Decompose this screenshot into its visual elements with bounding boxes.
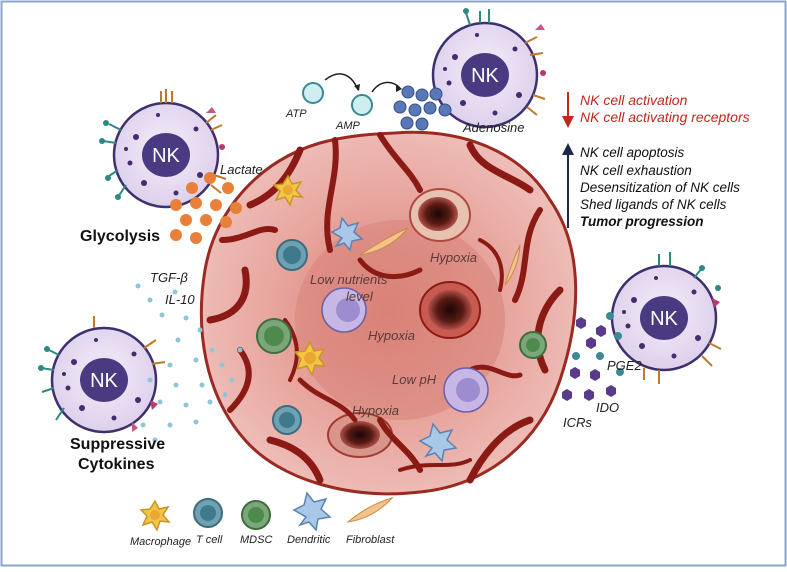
lactate-label: Lactate: [220, 162, 263, 177]
t-cell: [272, 239, 308, 435]
nk-cell-right: NK: [610, 252, 722, 384]
hypoxia-core-center: [419, 281, 481, 339]
cytokine-dots: [135, 283, 243, 443]
macrophage-cell: [272, 174, 304, 207]
mdsc-cell: [256, 318, 547, 359]
il10-label: IL-10: [165, 292, 195, 307]
suppressive-molecules-right: [562, 312, 624, 401]
lactate-molecules: [170, 172, 242, 244]
hypoxia-label-center: Hypoxia: [368, 328, 415, 343]
ido-label: IDO: [596, 400, 620, 415]
atp-label: ATP: [286, 108, 307, 120]
low-nutrients-label: Low nutrients: [310, 272, 388, 287]
low-nutrients-label-line2: level: [346, 289, 373, 304]
adenosine-molecules: [393, 85, 452, 131]
adenosine-label: Adenosine: [463, 120, 525, 135]
effect-down-item: NK cell activation: [580, 92, 688, 108]
suppressive-label-line1: Suppressive: [70, 436, 166, 453]
tumor-cell-purple: [321, 287, 489, 413]
macrophage-icon: [139, 499, 171, 532]
effect-up-item: NK cell exhaustion: [580, 163, 692, 178]
atp-molecule: [302, 82, 324, 104]
fibroblast-icon: [346, 497, 394, 523]
nk-label: NK: [471, 65, 499, 87]
atp-amp-arrow: [324, 73, 359, 91]
t-cell-icon: [193, 498, 223, 528]
nk-cell-top: NK: [431, 8, 546, 129]
glycolysis-label: Glycolysis: [80, 228, 161, 245]
legend-label: Fibroblast: [346, 534, 395, 546]
hypoxia-core-top: [409, 188, 471, 242]
effect-up-item: Desensitization of NK cells: [580, 180, 740, 195]
amp-adenosine-arrow: [371, 81, 401, 93]
effect-down-item: NK cell activating receptors: [580, 109, 750, 125]
icrs-label: ICRs: [563, 415, 592, 430]
arrow-head: [354, 84, 360, 91]
arrow-head: [396, 84, 402, 92]
low-ph-label: Low pH: [392, 372, 437, 387]
suppressive-label-line2: Cytokines: [78, 456, 155, 473]
dendritic-cell: [330, 216, 458, 463]
legend-label: Dendritic: [287, 534, 331, 546]
effect-up-item: NK cell apoptosis: [580, 145, 685, 160]
pge2-label: PGE2: [607, 358, 642, 373]
amp-label: AMP: [336, 120, 360, 132]
nk-label: NK: [152, 145, 180, 167]
nk-label: NK: [650, 308, 678, 330]
amp-molecule: [351, 94, 373, 116]
legend-label: T cell: [196, 534, 223, 546]
fibroblast-cell: [359, 227, 521, 286]
nk-cell-left-bottom: NK: [38, 316, 166, 434]
tgf-label: TGF-β: [150, 270, 188, 285]
blood-vessels: [206, 132, 564, 484]
dendritic-icon: [292, 491, 332, 532]
nk-label: NK: [90, 370, 118, 392]
legend-label: MDSC: [240, 534, 273, 546]
hypoxia-label-top: Hypoxia: [430, 250, 477, 265]
up-arrow: [562, 143, 574, 228]
macrophage-cell: [293, 340, 327, 377]
effect-up-item-bold: Tumor progression: [580, 214, 704, 229]
hypoxia-label-bottom: Hypoxia: [352, 403, 399, 418]
legend-icons: [139, 491, 394, 532]
effect-up-item: Shed ligands of NK cells: [580, 197, 727, 212]
legend-label: Macrophage: [130, 536, 192, 548]
down-arrow: [562, 92, 574, 128]
mdsc-icon: [241, 500, 271, 530]
nk-cell-left-top: NK: [99, 89, 227, 209]
